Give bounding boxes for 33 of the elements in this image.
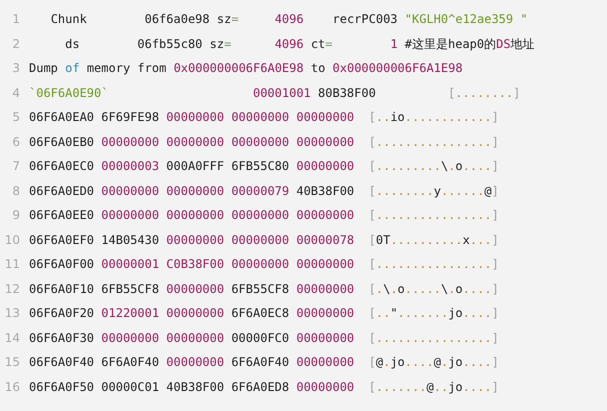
code-line: 06F6A0F40 6F6A0F40 00000000 6F6A0F40 00000000 [@.jo....@.jo....] <box>29 354 499 370</box>
line-number: 6 <box>11 134 20 150</box>
code-line: Chunk 06f6a0e98 sz= 4096 recrPC003 "KGLH0^e12ae359 " <box>50 11 528 27</box>
line-number: 13 <box>4 305 20 321</box>
line-number: 5 <box>11 109 20 125</box>
code-line: 06F6A0F00 00000001 C0B38F00 00000000 00000000 [................] <box>29 256 499 272</box>
code-line: 06F6A0EA0 6F69FE98 00000000 00000000 00000000 [..io............] <box>29 109 499 125</box>
code-line: 06F6A0EE0 00000000 00000000 00000000 00000000 [................] <box>29 207 499 223</box>
line-number: 7 <box>11 158 20 174</box>
line-number: 4 <box>11 84 20 100</box>
code-line: 06F6A0EB0 00000000 00000000 00000000 00000000 [................] <box>29 134 499 150</box>
line-number: 11 <box>4 256 20 272</box>
code-line: 06F6A0F10 6FB55CF8 00000000 6FB55CF8 00000000 [.\.o.....\.o....] <box>29 280 499 296</box>
code-line: 06F6A0F30 00000000 00000000 00000FC0 00000000 [................] <box>29 330 499 346</box>
code-line: 06F6A0F50 00000C01 40B38F00 6F6A0ED8 00000000 [.......@..jo....] <box>29 378 499 394</box>
code-line: ds 06fb55c80 sz= 4096 ct= 1 #这里是heap0的DS地址 <box>64 36 535 52</box>
code-line: 06F6A0EF0 14B05430 00000000 00000000 00000078 [0T..........x...] <box>29 232 499 248</box>
line-number: 14 <box>4 330 20 346</box>
line-number: 12 <box>4 280 20 296</box>
code-line: `06F6A0E90` 00001001 80B38F00 <box>29 84 376 100</box>
line-number: 9 <box>11 207 20 223</box>
line-number: 3 <box>11 60 20 76</box>
line-number: 8 <box>11 182 20 198</box>
code-line: 06F6A0EC0 00000003 000A0FFF 6FB55C80 00000000 [.........\.o....] <box>29 158 499 174</box>
code-line: Dump of memory from 0x000000006F6A0E98 to 0x000000006F6A1E98 <box>29 60 463 76</box>
line-number: 16 <box>4 378 20 394</box>
line-number: 2 <box>11 36 20 52</box>
code-line: [........] <box>448 84 520 100</box>
line-number: 1 <box>11 11 20 27</box>
line-number: 10 <box>4 232 20 248</box>
line-number: 15 <box>4 354 20 370</box>
code-line: 06F6A0ED0 00000000 00000000 00000079 40B38F00 [........y......@] <box>29 182 499 198</box>
code-line: 06F6A0F20 01220001 00000000 6F6A0EC8 00000000 [..".......jo....] <box>29 305 499 321</box>
